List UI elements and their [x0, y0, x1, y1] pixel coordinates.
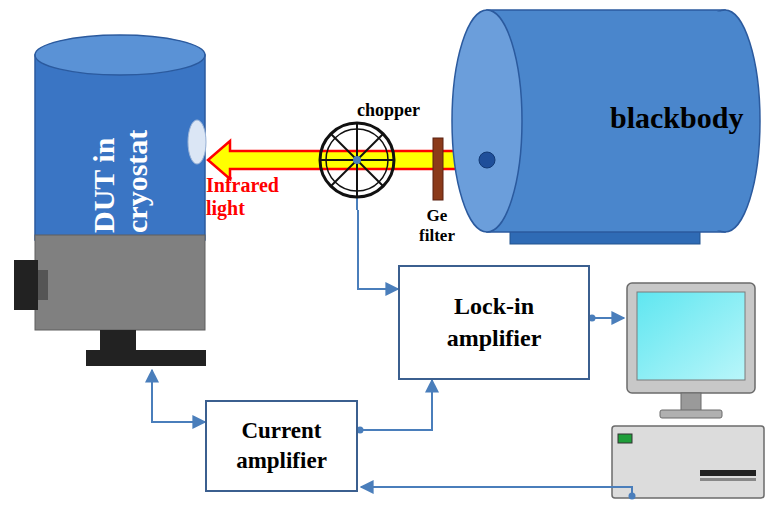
node-label: Current amplifier [222, 416, 342, 476]
node-label: Lock-in amplifier [427, 291, 562, 353]
chopper-wheel: chopper [310, 98, 406, 210]
connector-arrow [152, 370, 205, 422]
wire-dot [629, 493, 636, 500]
cryostat-cylinder: DUT in cryostat [12, 28, 212, 370]
beam-label: Infrared light [206, 174, 301, 220]
blackbody-cylinder-outline [450, 8, 764, 248]
label-holder: Ge filter [411, 206, 463, 245]
process-box: Current amplifier [205, 400, 358, 492]
connector-arrow [358, 210, 398, 289]
filter-label: Ge filter [411, 206, 463, 245]
chopper-wheel-outline [310, 98, 406, 210]
control-wire [361, 487, 632, 498]
infrared-beam [208, 141, 487, 179]
ge-filter [433, 138, 443, 200]
process-box: Lock-in amplifier [398, 265, 590, 380]
computer-icon [612, 283, 764, 498]
node-label: DUT in cryostat [87, 83, 153, 233]
label-holder: Infrared light [206, 174, 301, 220]
connector-arrow [358, 380, 432, 430]
blackbody-cylinder: blackbody [450, 8, 764, 248]
